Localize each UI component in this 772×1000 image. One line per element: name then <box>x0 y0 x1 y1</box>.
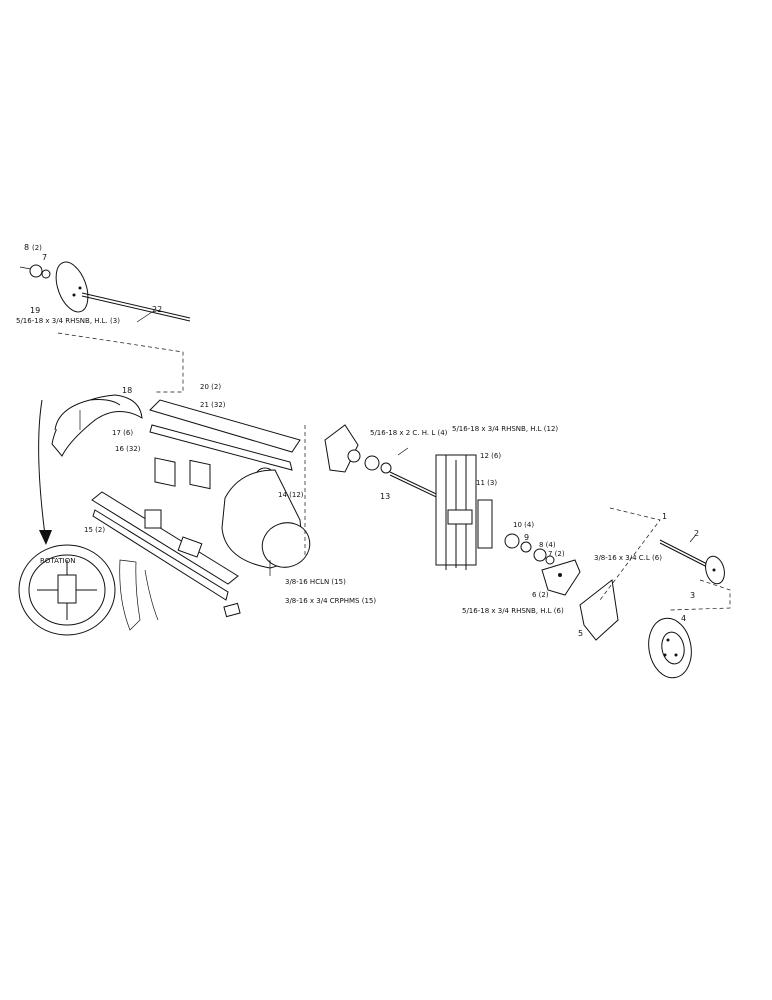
bearing-collar-a <box>347 449 361 463</box>
bolt-2c <box>397 447 409 456</box>
pulley-4-hole <box>666 638 670 642</box>
bolt-hole <box>72 293 76 297</box>
guide-line <box>669 579 731 611</box>
callout-9: 9 <box>524 533 529 542</box>
callout-22: 22 <box>152 305 162 314</box>
arrow-head <box>39 530 52 545</box>
frame-12 <box>477 499 493 549</box>
bracket-16-lower <box>92 509 229 601</box>
callout-20: 20 (2) <box>200 383 221 391</box>
bracket-16 <box>91 491 239 585</box>
pulley-3-hole <box>712 568 716 572</box>
callout-21: 21 (32) <box>200 401 226 409</box>
hardware-cl: 3/8-16 x 3/4 C.L (6) <box>594 554 662 562</box>
clip-17a <box>154 457 176 487</box>
callout-14: 14 (12) <box>278 491 304 499</box>
hardware-2c: 5/16-18 x 2 C. H. L (4) <box>370 429 448 437</box>
callout-7b: 7 (2) <box>548 550 565 558</box>
inset-flight-curve <box>144 569 159 621</box>
bearing-collar-c <box>380 462 392 474</box>
washer-7 <box>41 269 51 279</box>
drive-shaft-group <box>324 424 661 641</box>
bracket-5 <box>579 579 619 641</box>
bearing-plate <box>324 424 359 473</box>
bracket-6 <box>541 559 581 596</box>
washer-8 <box>29 264 43 278</box>
bolt-hole <box>78 286 82 290</box>
shaft-22-edge <box>81 295 191 322</box>
callout-12: 12 (6) <box>480 452 501 460</box>
callout-13: 13 <box>380 492 390 501</box>
callout-6: 6 (2) <box>532 591 549 599</box>
rotation-inset <box>18 399 159 636</box>
bracket-hole <box>558 573 562 577</box>
bracket-20 <box>149 399 301 453</box>
callout-1: 1 <box>662 512 667 521</box>
auger-flighting-group <box>51 394 311 618</box>
callout-16a: 16 (32) <box>115 445 141 453</box>
callout-4: 4 <box>681 614 686 623</box>
clip-16 <box>144 509 162 529</box>
clip-plate <box>177 536 203 558</box>
bearing-collar-b <box>364 455 380 471</box>
pulley-4-hole <box>674 653 678 657</box>
bearing-9 <box>520 541 532 553</box>
callout-labels: 8 (2) 7 19 5/16-18 x 3/4 RHSNB, H.L. (3)… <box>16 243 699 638</box>
callout-8a-qty: (2) <box>32 244 42 252</box>
leader-22 <box>136 311 153 323</box>
bearing-8 <box>533 548 547 562</box>
pulley-group <box>648 535 731 679</box>
callout-3: 3 <box>690 591 695 600</box>
callout-2: 2 <box>694 529 699 538</box>
callout-19: 19 <box>30 306 40 315</box>
bracket-21 <box>149 424 293 471</box>
washer-7b <box>545 555 555 565</box>
hardware-hcln: 3/8-16 HCLN (15) <box>285 578 346 586</box>
bearing-10 <box>504 533 520 549</box>
inset-flight-profile <box>119 559 141 631</box>
end-plate-19 <box>55 261 89 313</box>
inset-shaft-block <box>57 574 77 604</box>
shaft-22 <box>81 292 191 319</box>
callout-18: 18 <box>122 386 132 395</box>
callout-11: 11 (3) <box>476 479 497 487</box>
arrow-shaft <box>38 399 46 536</box>
key-2 <box>689 535 696 543</box>
hardware-top: 5/16-18 x 3/4 RHSNB, H.L. (3) <box>16 317 120 325</box>
callout-10: 10 (4) <box>513 521 534 529</box>
guide-line <box>57 332 184 393</box>
callout-5: 5 <box>578 629 583 638</box>
callout-15: 15 (2) <box>84 526 105 534</box>
frame-clamp <box>447 509 473 525</box>
guide-line <box>599 507 661 601</box>
flighting-inner-edge <box>54 399 121 431</box>
callout-17: 17 (6) <box>112 429 133 437</box>
callout-8b: 8 (4) <box>539 541 556 549</box>
end-plate-group <box>19 261 191 323</box>
inset-rotation-label: ROTATION <box>40 557 75 565</box>
tube-end <box>261 522 311 568</box>
pulley-4-hole <box>663 653 667 657</box>
small-part <box>223 602 241 618</box>
hardware-rhsnb-2: 5/16-18 x 3/4 RHSNB, H.L (12) <box>452 425 558 433</box>
hardware-crp: 3/8-16 x 3/4 CRPHMS (15) <box>285 597 376 605</box>
hardware-rhsnb-3: 5/16-18 x 3/4 RHSNB, H.L (6) <box>462 607 564 615</box>
callout-7a: 7 <box>42 253 47 262</box>
clip-17b <box>189 459 211 490</box>
callout-8a: 8 <box>24 243 29 252</box>
